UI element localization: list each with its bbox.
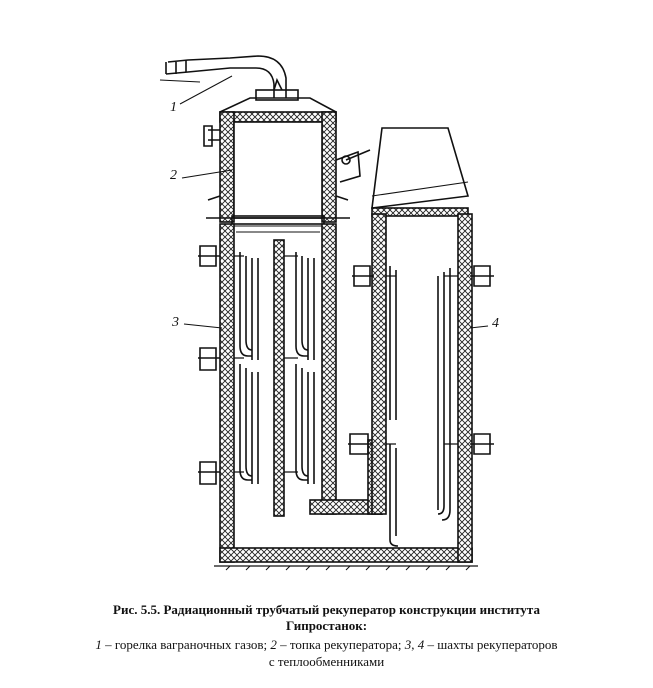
caption-n1: 1 <box>95 637 102 652</box>
caption-title-line1: Рис. 5.5. Радиационный трубчатый рекупер… <box>113 602 540 617</box>
label-2: 2 <box>170 168 177 183</box>
caption-t2: – топка рекуператора; <box>276 637 405 652</box>
caption-legend-line2: с теплообменниками <box>268 654 385 669</box>
caption-n4: 4 <box>417 637 425 652</box>
caption-title-line2: Гипростанок: <box>285 618 368 633</box>
left-shaft <box>198 97 478 571</box>
label-4: 4 <box>492 316 499 331</box>
caption-t1: – горелка ваграночных газов; <box>101 637 271 652</box>
caption-legend-line1: 1 – горелка ваграночных газов; 2 – топка… <box>0 636 653 653</box>
caption-n3: 3 <box>404 637 412 652</box>
label-3: 3 <box>172 315 179 330</box>
recuperator-drawing <box>159 55 494 571</box>
caption-t3: , <box>411 637 418 652</box>
figure-caption-title: Рис. 5.5. Радиационный трубчатый рекупер… <box>0 602 653 634</box>
caption-n2: 2 <box>270 637 277 652</box>
label-1: 1 <box>170 100 177 115</box>
right-shaft <box>348 127 494 563</box>
burner <box>159 55 299 101</box>
figure-caption-legend: 1 – горелка ваграночных газов; 2 – топка… <box>0 636 653 670</box>
caption-t4: – шахты рекуператоров <box>424 637 558 652</box>
